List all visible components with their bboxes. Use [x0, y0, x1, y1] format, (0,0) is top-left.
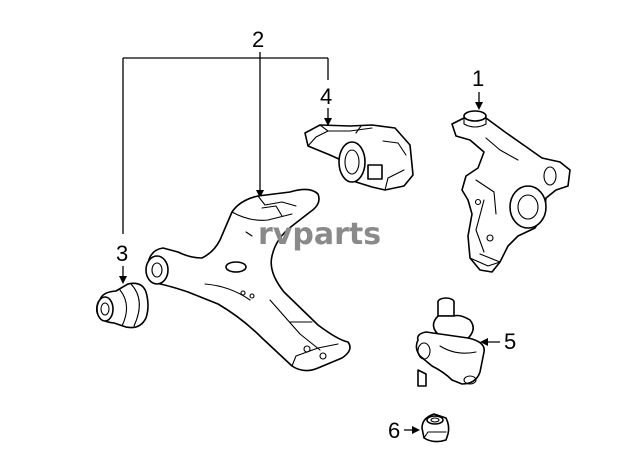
steering-knuckle-part-1	[451, 110, 571, 273]
nut-part-6	[421, 413, 450, 443]
callout-1-label: 1	[472, 66, 484, 91]
ball-joint-part-5	[415, 297, 485, 387]
callout-2-leader	[122, 52, 329, 234]
bushing-part-3	[96, 282, 149, 329]
callout-5-label: 5	[504, 329, 516, 354]
bushing-part-4	[304, 124, 414, 191]
callout-6-label: 6	[388, 418, 400, 443]
callout-3-label: 3	[116, 241, 128, 266]
callout-4-label: 4	[320, 84, 332, 109]
control-arm-part-2	[145, 188, 351, 372]
watermark-logo: rvparts	[258, 217, 381, 252]
callout-2-label: 2	[252, 27, 264, 52]
